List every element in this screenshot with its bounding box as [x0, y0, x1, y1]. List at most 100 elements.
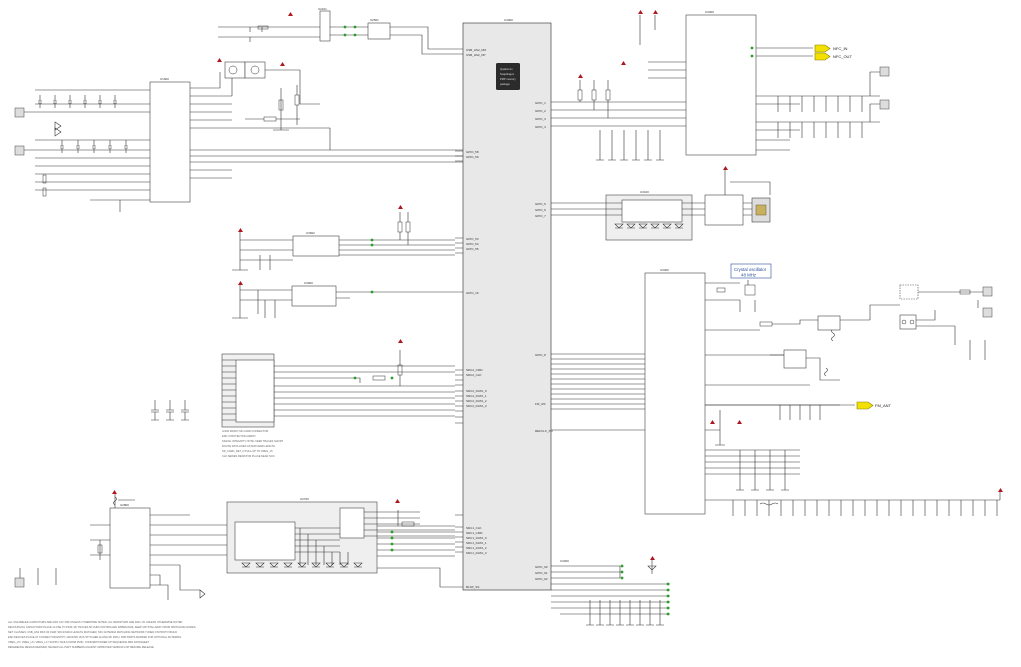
esd-part-a	[224, 61, 246, 79]
soc-pin-label: GPIO_3	[535, 117, 546, 121]
soc-pin-label: GPIO_55	[466, 247, 479, 251]
u2501-body	[367, 22, 391, 40]
u3100-ref: U3100	[640, 190, 649, 194]
soc-pin-label: SDC1_CLK	[466, 526, 482, 530]
svg-text:VREG_L5 / VREG_L6 / VREG_L17 S: VREG_L5 / VREG_L6 / VREG_L17 SUPPLY RAIL…	[8, 640, 149, 644]
soc-pin-label: SDC2_CMD	[466, 368, 483, 372]
soc-pin-label: GPIO_2	[535, 109, 546, 113]
u3000-block: U3000	[232, 281, 455, 319]
u2700-ref: U2700	[300, 497, 309, 501]
u3200-ref: U3200	[560, 559, 569, 563]
soc-pin-label: GPIO_53	[466, 237, 479, 241]
connector-left-mid	[14, 145, 25, 156]
soc-left-pin-labels: USB_HS2_DM USB_HS2_DP GPIO_58 GPIO_59 GP…	[466, 48, 487, 589]
antenna-switch	[899, 284, 919, 300]
soc-pin-label: GPIO_7	[535, 214, 546, 218]
soc-right-pin-labels: GPIO_1 GPIO_2 GPIO_3 GPIO_4 GPIO_5 GPIO_…	[535, 101, 554, 581]
nfc-antenna-connector-b	[879, 99, 890, 110]
soc-pin-label: GPIO_91	[535, 571, 548, 575]
soc-pin-label: SDC2_DATA_0	[466, 389, 487, 393]
soc-pin-label: SDC2_CLK	[466, 373, 482, 377]
u3400-body	[644, 272, 706, 515]
u3100-block: U3100	[560, 170, 771, 241]
u1600-ref: U1600	[160, 77, 169, 81]
svg-text:ROUTE DATA LINES AS MATCHED LE: ROUTE DATA LINES AS MATCHED LENGTH	[222, 444, 275, 448]
main-soc-ref: U4000	[504, 18, 513, 22]
svg-text:ALL UNLABELED CAPACITORS ARE 0: ALL UNLABELED CAPACITORS ARE 0201 10V X5…	[8, 620, 183, 624]
soc-pin-label: SDC1_DATA_2	[466, 546, 487, 550]
svg-text:DECOUPLING CAPACITORS PLACE CL: DECOUPLING CAPACITORS PLACE CLOSE TO PIN…	[8, 625, 196, 629]
top-usb-path: U2101 U2501	[218, 7, 455, 150]
nfc-antenna-connector-a	[879, 66, 890, 77]
soc-pin-label: BLSP_SS	[466, 585, 479, 589]
u2800-ref: U2800	[120, 503, 129, 507]
soc-pin-label: SDC2_DATA_3	[466, 404, 487, 408]
u2700-chip-b	[339, 507, 365, 539]
crystal-callout-freq: 48 MHz	[741, 273, 756, 278]
soc-pin-label: GPIO_92	[535, 577, 548, 581]
soc-pin-label: SDC2_DATA_2	[466, 399, 487, 403]
soc-pin-label: SDC2_DATA_1	[466, 394, 487, 398]
u1600-body	[149, 81, 191, 203]
soc-pin-label: REFCLK_XO	[535, 429, 554, 433]
svg-text:J2100 MICRO SD CARD CONNECTOR: J2100 MICRO SD CARD CONNECTOR	[222, 429, 268, 433]
u2800-body	[109, 507, 151, 589]
nfc-out-label: NFC_OUT	[833, 54, 852, 59]
u3400-ref: U3400	[660, 268, 669, 272]
soc-note-line-1: Qualcomm	[500, 67, 513, 71]
svg-text:ESD / PROTECTION ARRAY: ESD / PROTECTION ARRAY	[222, 434, 256, 438]
fm-balun	[817, 315, 841, 331]
u2501-ref: U2501	[370, 18, 379, 22]
u2101-body	[319, 10, 331, 42]
svg-text:NET CLASSES: USB_HS2 DIFF 90 O: NET CLASSES: USB_HS2 DIFF 90 OHM; SDC1/S…	[8, 630, 177, 634]
sim-connector	[235, 359, 275, 423]
sensor-module	[704, 194, 744, 226]
u3602-ref: U3602	[306, 231, 315, 235]
u1600-block: U1600	[14, 72, 463, 212]
u2800-block: U2800	[14, 494, 230, 600]
soc-pin-label: FM_I2S	[535, 402, 546, 406]
soc-note-line-3: PMP memory	[500, 77, 516, 81]
u3000-ref: U3000	[304, 281, 313, 285]
u2700-chip-a	[234, 521, 296, 561]
soc-pin-label: SDC1_DATA_1	[466, 541, 487, 545]
u2101-ref: U2101	[318, 7, 327, 11]
left-caps-mid	[151, 400, 189, 421]
soc-pin-label: USB_HS2_DP	[466, 53, 486, 57]
rf-transformer	[899, 314, 917, 330]
main-soc-body	[462, 22, 552, 591]
svg-text:ESD DEVICES PLACE AT CONNECTOR: ESD DEVICES PLACE AT CONNECTOR ENTRY; GR…	[8, 635, 181, 639]
u3100-chip	[621, 199, 683, 223]
u3300-body	[685, 14, 757, 156]
u3602-block: U3602	[232, 212, 455, 271]
crystal-callout-box	[730, 263, 772, 279]
u2700-block: U2700	[226, 497, 455, 588]
soc-pin-label: GPIO_4	[535, 125, 546, 129]
u3400-block: U3400 Crystal oscillator 48 MHz FM_ANT	[560, 263, 1001, 516]
power-flags	[112, 10, 1003, 560]
esd-diode-row	[241, 562, 363, 568]
u3000-body	[291, 285, 337, 307]
fm-lna	[783, 349, 807, 369]
fm-ant-port	[856, 401, 874, 410]
soc-right-pin-stubs	[551, 101, 560, 609]
u3300-ref: U3300	[705, 10, 714, 14]
soc-note-line-2: Snapdragon	[500, 72, 515, 76]
soc-package-note-box	[496, 63, 520, 90]
crystal-callout-title: Crystal oscillator	[734, 267, 767, 272]
svg-text:REFERENCE DESIGN DERIVED; REVI: REFERENCE DESIGN DERIVED; REVIEW ALL PAR…	[8, 645, 154, 649]
nfc-out-port	[814, 52, 831, 61]
soc-pin-label: USB_HS2_DM	[466, 48, 487, 52]
svg-text:CLK SERIES RESISTOR PLACE NEAR: CLK SERIES RESISTOR PLACE NEAR SOC	[222, 454, 275, 458]
svg-text:SIGNAL INTEGRITY NOTE: KEEP TR: SIGNAL INTEGRITY NOTE: KEEP TRACES SHORT	[222, 439, 284, 443]
nfc-in-port	[814, 44, 831, 53]
soc-pin-label: GPIO_58	[466, 150, 479, 154]
main-soc: U4000 Qualcomm Snapdragon PMP memory pac…	[462, 18, 552, 591]
soc-pin-label: GPIO_90	[535, 565, 548, 569]
u3200-block: U3200	[560, 559, 670, 626]
soc-left-pin-stubs	[455, 48, 463, 588]
u3602-body	[292, 235, 340, 257]
nfc-in-label: NFC_IN	[833, 46, 848, 51]
svg-text:SD_CARD_DET_N PULL-UP TO VREG_: SD_CARD_DET_N PULL-UP TO VREG_L5	[222, 449, 273, 453]
